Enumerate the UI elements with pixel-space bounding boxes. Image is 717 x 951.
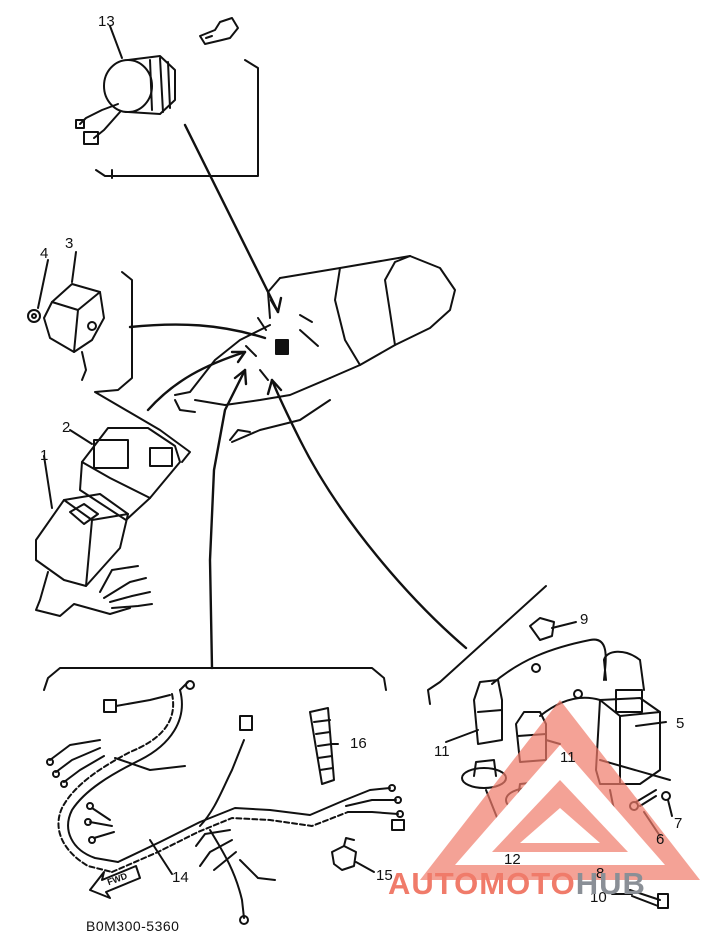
leader-3 [128, 323, 267, 340]
main-switch-panel [75, 17, 259, 179]
harness-panel [43, 667, 405, 925]
part-label-6: 6 [656, 831, 665, 848]
frame-seat [174, 255, 456, 443]
watermark-logo-graphic [420, 700, 700, 880]
leader-14 [208, 368, 247, 670]
cdi-panel [27, 271, 191, 617]
part-label-1: 1 [40, 447, 49, 464]
watermark-hub: HUB [575, 866, 646, 901]
watermark-auto: AUTO [388, 866, 480, 901]
diagram-code: B0M300-5360 [86, 918, 180, 934]
part-label-2: 2 [62, 419, 71, 436]
part-label-3: 3 [65, 235, 74, 252]
part-label-4: 4 [40, 245, 49, 262]
part-label-15: 15 [376, 867, 393, 884]
part-label-10: 10 [590, 889, 607, 906]
part-label-7: 7 [674, 815, 683, 832]
watermark-moto: MOTO [479, 866, 576, 901]
leader-13 [183, 123, 280, 314]
part-label-5: 5 [676, 715, 685, 732]
part-label-14: 14 [172, 869, 189, 886]
part-label-12: 12 [504, 851, 521, 868]
part-label-16: 16 [350, 735, 367, 752]
part-label-11-right: 11 [560, 749, 576, 766]
part-label-8: 8 [596, 865, 605, 882]
leader-5 [270, 378, 468, 650]
watermark-brand: AUTOMOTOHUB [388, 866, 646, 902]
part-label-9: 9 [580, 611, 589, 628]
part-label-13: 13 [98, 13, 115, 30]
leader-2 [146, 350, 247, 412]
part-label-11-left: 11 [434, 743, 450, 760]
